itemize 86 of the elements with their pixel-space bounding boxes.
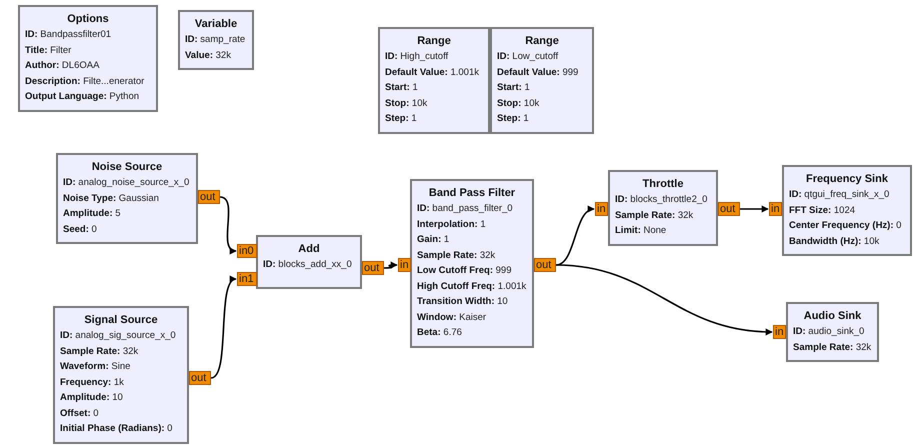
property-text: ID: audio_sink_0	[793, 325, 866, 339]
block-card	[786, 302, 879, 362]
property-text: ID: analog_noise_source_x_0	[63, 176, 190, 190]
port-tag: in0	[237, 244, 257, 258]
block-card	[18, 5, 158, 112]
block-card	[256, 235, 362, 289]
property-text: Initial Phase (Radians): 0	[60, 422, 174, 436]
property-text: Noise Type: Gaussian	[63, 192, 160, 206]
property-text: Amplitude: 10	[60, 391, 124, 405]
property-text: Beta: 6.76	[417, 326, 463, 340]
property-text: Title: Filter	[25, 44, 72, 58]
property-text: Frequency: 1k	[60, 376, 125, 390]
block-title: Throttle	[642, 177, 684, 192]
property-text: Center Frequency (Hz): 0	[789, 219, 902, 233]
port-tag: in	[595, 202, 608, 216]
property-text: Sample Rate: 32k	[793, 340, 872, 354]
property-text: Step: 1	[497, 112, 530, 126]
property-text: Default Value: 999	[497, 66, 580, 80]
property-text: Stop: 10k	[497, 96, 540, 110]
property-text: ID: Bandpassfilter01	[25, 28, 112, 42]
property-text: Stop: 10k	[385, 96, 428, 110]
block-title: Options	[66, 12, 110, 27]
block-card	[782, 165, 912, 256]
property-text: ID: band_pass_filter_0	[417, 202, 514, 216]
block-title: Frequency Sink	[805, 172, 889, 187]
connection-arrow	[210, 278, 237, 379]
block-card	[378, 27, 490, 134]
block-title: Noise Source	[90, 160, 164, 175]
port-tag: out	[362, 261, 384, 275]
property-text: Step: 1	[385, 112, 418, 126]
block-card	[56, 153, 198, 244]
property-text: Output Language: Python	[25, 90, 140, 104]
property-text: Start: 1	[385, 81, 419, 95]
port-tag: out	[189, 371, 211, 385]
property-text: ID: Low_cutoff	[497, 50, 560, 64]
block-title: Variable	[194, 17, 238, 32]
block-card	[178, 10, 254, 70]
property-text: ID: blocks_throttle2_0	[615, 193, 708, 207]
property-text: Author: DL6OAA	[25, 59, 100, 73]
connection-arrow	[384, 262, 398, 269]
property-text: Transition Width: 10	[417, 295, 509, 309]
property-text: Value: 32k	[185, 48, 232, 62]
port-tag: in	[398, 258, 411, 272]
connection-arrow	[740, 206, 769, 212]
property-text: ID: qtgui_freq_sink_x_0	[789, 188, 890, 202]
property-text: Sample Rate: 32k	[60, 344, 140, 358]
block-title: Audio Sink	[802, 309, 862, 324]
block-title: Signal Source	[83, 313, 159, 328]
block-title: Add	[297, 242, 321, 257]
block-card	[410, 179, 534, 348]
property-text: Start: 1	[497, 81, 531, 95]
port-tag: out	[718, 202, 740, 216]
port-tag: out	[198, 190, 220, 204]
property-text: Sample Rate: 32k	[417, 248, 496, 262]
property-text: ID: High_cutoff	[385, 50, 450, 64]
property-text: ID: blocks_add_xx_0	[263, 258, 353, 272]
property-text: Window: Kaiser	[417, 310, 488, 324]
port-tag: in	[773, 325, 786, 339]
property-text: Amplitude: 5	[63, 207, 122, 221]
property-text: FFT Size: 1024	[789, 204, 856, 218]
property-text: Low Cutoff Freq: 999	[417, 264, 512, 278]
block-title: Range	[416, 34, 452, 49]
property-text: High Cutoff Freq: 1.001k	[417, 280, 527, 294]
property-text: ID: analog_sig_source_x_0	[60, 329, 177, 343]
property-text: Waveform: Sine	[60, 360, 132, 374]
connection-arrow	[556, 264, 773, 336]
property-text: Limit: None	[615, 224, 668, 238]
block-title: Range	[524, 34, 560, 49]
property-text: ID: samp_rate	[185, 33, 246, 47]
property-text: Description: Filte...enerator	[25, 74, 146, 88]
port-tag: in1	[237, 272, 257, 286]
block-title: Band Pass Filter	[428, 186, 516, 201]
property-text: Bandwidth (Hz): 10k	[789, 234, 880, 248]
property-text: Offset: 0	[60, 406, 100, 420]
block-card	[608, 170, 718, 246]
property-text: Default Value: 1.001k	[385, 66, 480, 80]
connection-arrow	[556, 207, 595, 266]
block-card	[53, 306, 189, 444]
property-text: Sample Rate: 32k	[615, 208, 694, 222]
port-tag: out	[534, 258, 556, 272]
block-card	[490, 27, 594, 134]
connection-arrow	[220, 196, 237, 253]
property-text: Gain: 1	[417, 233, 450, 247]
port-tag: in	[769, 202, 782, 216]
property-text: Interpolation: 1	[417, 218, 487, 232]
property-text: Seed: 0	[63, 222, 98, 236]
